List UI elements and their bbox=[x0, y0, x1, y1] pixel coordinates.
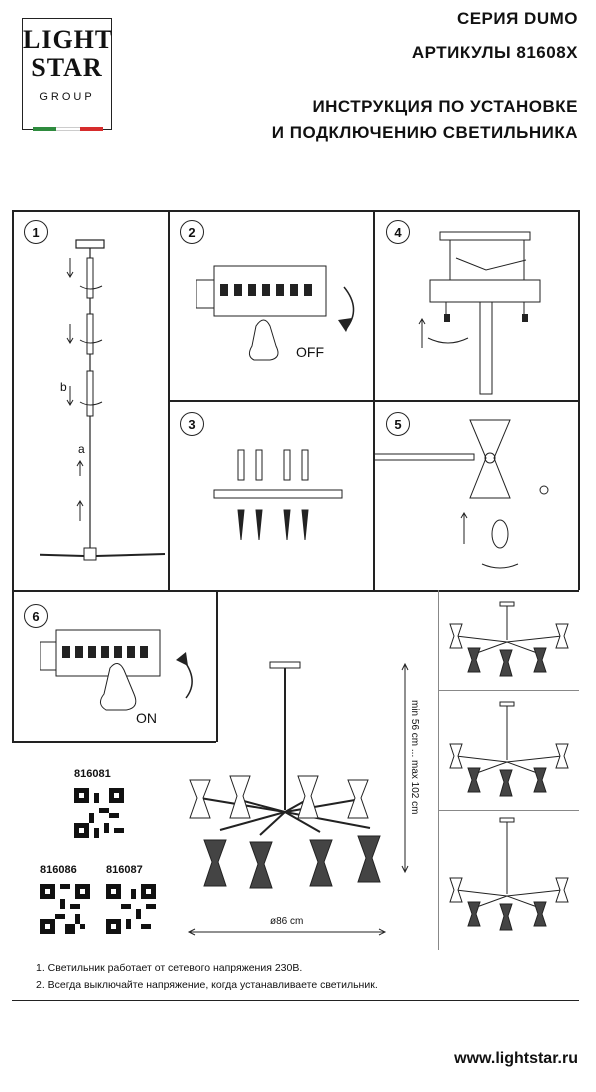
chandelier-variant-2 bbox=[449, 701, 569, 797]
logo-text-line3: GROUP bbox=[39, 91, 95, 103]
logo-text-line2: STAR bbox=[31, 53, 103, 82]
article-code-3: 816087 bbox=[106, 864, 143, 876]
state-on-label: ON bbox=[136, 710, 157, 726]
logo-text-line1: LIGHT bbox=[23, 25, 114, 54]
note-1: 1. Светильник работает от сетевого напря… bbox=[36, 962, 303, 974]
qr-code-icon bbox=[106, 884, 156, 934]
step-number-4: 4 bbox=[386, 220, 410, 244]
step-number-1: 1 bbox=[24, 220, 48, 244]
screws-plate-diagram bbox=[213, 449, 343, 541]
divider bbox=[12, 1000, 579, 1001]
step-number-2: 2 bbox=[180, 220, 204, 244]
chandelier-variant-3 bbox=[449, 817, 569, 931]
lamp-shade-diagram bbox=[374, 419, 549, 569]
qr-code-icon bbox=[74, 788, 124, 838]
chandelier-variant-1 bbox=[449, 601, 569, 677]
width-dimension-label: ø86 cm bbox=[270, 916, 304, 927]
step-number-3: 3 bbox=[180, 412, 204, 436]
article-code-2: 816086 bbox=[40, 864, 77, 876]
notes: 1. Светильник работает от сетевого напря… bbox=[36, 960, 378, 994]
circuit-breaker-off-diagram bbox=[196, 265, 355, 361]
height-dimension-label: min 56 cm ... max 102 cm bbox=[409, 700, 420, 815]
label-b: b bbox=[60, 380, 67, 394]
step-number-6: 6 bbox=[24, 604, 48, 628]
dimension-lines bbox=[187, 662, 409, 936]
series-title: СЕРИЯ DUMO bbox=[456, 9, 578, 28]
article-code-1: 816081 bbox=[74, 768, 111, 780]
website-link[interactable]: www.lightstar.ru bbox=[454, 1050, 578, 1067]
instruction-title-line2: И ПОДКЛЮЧЕНИЮ СВЕТИЛЬНИКА bbox=[271, 123, 578, 142]
mounting-bracket-diagram bbox=[418, 231, 541, 395]
note-2: 2. Всегда выключайте напряжение, когда у… bbox=[36, 979, 378, 991]
state-off-label: OFF bbox=[296, 344, 324, 360]
articles-title: АРТИКУЛЫ 81608X bbox=[411, 43, 578, 62]
circuit-breaker-on-diagram bbox=[40, 629, 193, 711]
qr-code-icon bbox=[40, 884, 90, 934]
suspension-rod-diagram bbox=[40, 239, 166, 561]
step-number-5: 5 bbox=[386, 412, 410, 436]
chandelier-diagram bbox=[189, 661, 381, 889]
label-a: a bbox=[78, 442, 85, 456]
instruction-title-line1: ИНСТРУКЦИЯ ПО УСТАНОВКЕ bbox=[312, 97, 578, 116]
brand-logo: LIGHT STAR GROUP bbox=[22, 18, 114, 131]
italian-flag-icon bbox=[33, 118, 103, 131]
